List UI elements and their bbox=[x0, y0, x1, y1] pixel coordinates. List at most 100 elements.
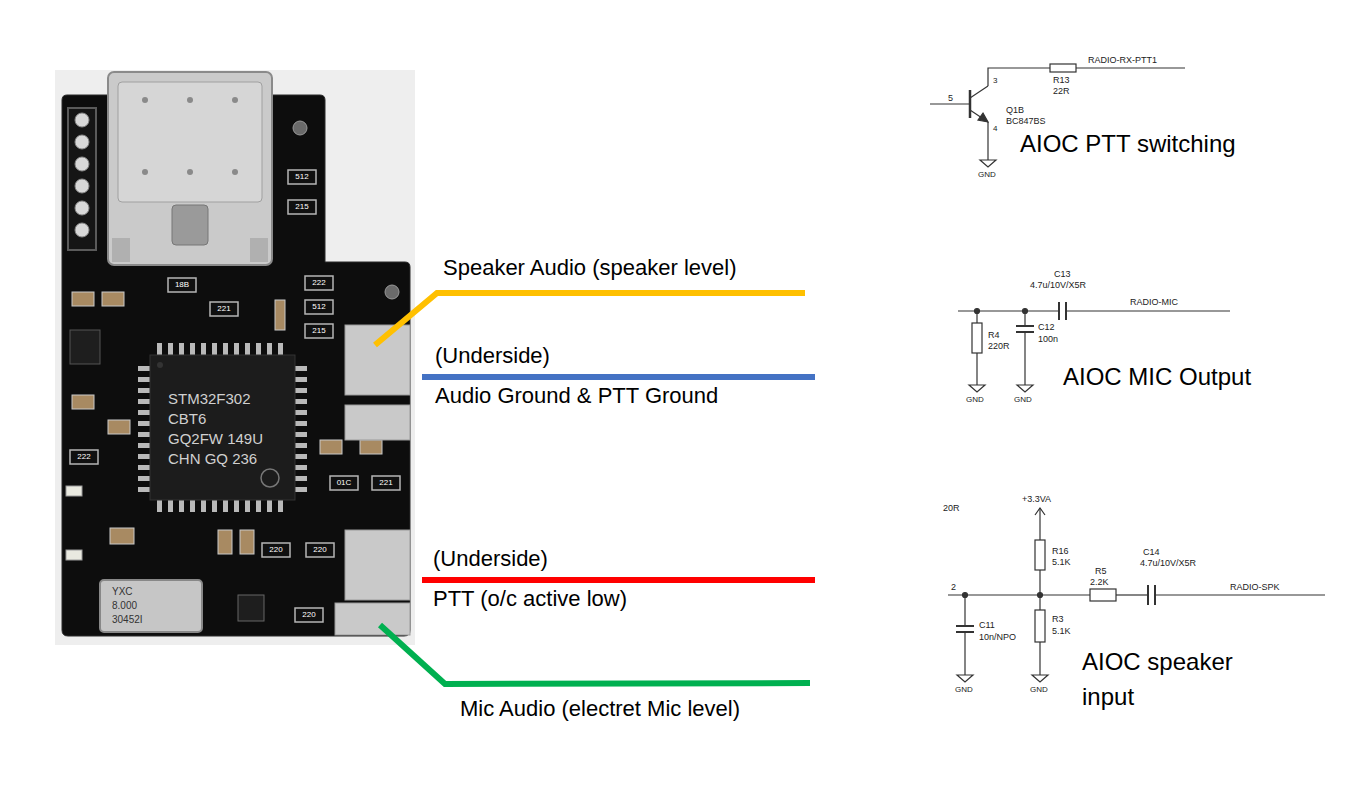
solder-pad bbox=[345, 405, 410, 440]
speaker-schematic bbox=[963, 593, 968, 598]
usb-c-connector bbox=[142, 97, 148, 103]
led bbox=[66, 486, 82, 496]
mic-schematic bbox=[1058, 302, 1060, 320]
part-code: 18B bbox=[168, 279, 196, 291]
pin-number: 5 bbox=[948, 93, 953, 104]
ground-label: GND bbox=[1030, 685, 1048, 695]
pin-header bbox=[75, 157, 89, 171]
capacitor-part bbox=[110, 528, 134, 544]
crystal-marking: YXC bbox=[112, 586, 133, 598]
pin-number: 2 bbox=[951, 582, 956, 593]
solder-pad bbox=[345, 325, 410, 395]
pin-header bbox=[75, 113, 89, 127]
mic-schematic bbox=[1016, 325, 1034, 327]
ptt-schematic bbox=[980, 160, 996, 167]
schematic-caption: AIOC MIC Output bbox=[1063, 363, 1251, 392]
pad-label: Mic Audio (electret Mic level) bbox=[460, 696, 740, 722]
schematic-caption: AIOC speaker input bbox=[1082, 645, 1262, 715]
capacitor-part bbox=[72, 292, 382, 554]
capacitor-part bbox=[320, 440, 342, 454]
capacitor-part bbox=[275, 300, 285, 330]
pin-header bbox=[68, 108, 96, 250]
crystal-marking: 30452I bbox=[112, 614, 143, 626]
component-ref: R4 bbox=[988, 330, 1000, 341]
leader-line bbox=[375, 293, 805, 345]
smd-component bbox=[372, 476, 400, 490]
microcontroller bbox=[261, 469, 279, 487]
speaker-schematic bbox=[964, 632, 965, 675]
component-ref: R16 bbox=[1052, 546, 1069, 557]
part-code: 220 bbox=[295, 609, 323, 621]
ground-label: GND bbox=[978, 170, 996, 180]
pad-label: (Underside) bbox=[433, 546, 548, 572]
mic-schematic bbox=[1024, 332, 1025, 385]
ground-label: GND bbox=[966, 395, 984, 405]
speaker-schematic bbox=[948, 594, 1090, 595]
capacitor-part bbox=[72, 395, 94, 409]
pin-header bbox=[75, 201, 89, 215]
photo-background bbox=[55, 70, 415, 645]
mic-schematic bbox=[958, 310, 1059, 311]
component-value: 22R bbox=[1053, 86, 1070, 97]
ptt-schematic bbox=[969, 90, 972, 118]
speaker-schematic bbox=[1035, 610, 1045, 642]
usb-c-connector bbox=[232, 97, 238, 103]
speaker-schematic bbox=[1038, 593, 1043, 598]
part-code: 512 bbox=[305, 301, 333, 313]
solder-pad bbox=[335, 603, 410, 635]
capacitor-part bbox=[240, 530, 254, 554]
smd-component bbox=[168, 278, 196, 292]
leader-line bbox=[380, 625, 810, 684]
led bbox=[66, 550, 82, 560]
component-value: BC847BS bbox=[1006, 116, 1046, 127]
capacitor-part bbox=[108, 420, 130, 434]
component-ref: C11 bbox=[979, 620, 995, 631]
small-ic bbox=[70, 330, 100, 364]
pcb-board bbox=[385, 285, 399, 299]
smd-component bbox=[295, 608, 323, 622]
component-ref: C14 bbox=[1143, 547, 1160, 558]
chip-marking: CHN GQ 236 bbox=[168, 450, 257, 468]
smd-component bbox=[288, 200, 316, 214]
capacitor-part bbox=[360, 440, 382, 454]
smd-component bbox=[288, 170, 316, 184]
mic-schematic bbox=[975, 309, 980, 314]
ptt-schematic bbox=[987, 122, 988, 160]
smd-component bbox=[305, 300, 333, 314]
component-value: 100n bbox=[1038, 334, 1058, 345]
microcontroller bbox=[138, 361, 150, 493]
part-code: 512 bbox=[288, 171, 316, 183]
usb-c-connector bbox=[108, 72, 272, 265]
net-name: RADIO-SPK bbox=[1230, 582, 1280, 593]
part-code: 221 bbox=[210, 303, 238, 315]
pad-label: PTT (o/c active low) bbox=[433, 586, 627, 612]
part-code: 215 bbox=[288, 201, 316, 213]
smd-component bbox=[330, 476, 358, 490]
microcontroller bbox=[156, 500, 288, 512]
speaker-schematic bbox=[1032, 675, 1048, 682]
mic-schematic bbox=[1066, 310, 1230, 311]
transistor-part bbox=[238, 595, 264, 621]
speaker-schematic bbox=[1039, 570, 1040, 595]
pin-header bbox=[68, 108, 96, 250]
pin-header bbox=[75, 179, 89, 193]
usb-c-connector bbox=[187, 97, 193, 103]
capacitor-part bbox=[72, 292, 94, 306]
microcontroller bbox=[138, 343, 307, 512]
part-code: 222 bbox=[305, 277, 333, 289]
ptt-schematic bbox=[978, 113, 988, 122]
speaker-schematic bbox=[1039, 642, 1040, 675]
usb-c-connector bbox=[142, 169, 148, 175]
pin-header bbox=[75, 135, 89, 149]
capacitor-part bbox=[102, 292, 124, 306]
part-code: 222 bbox=[70, 451, 98, 463]
mic-schematic bbox=[976, 353, 977, 385]
part-code: 221 bbox=[372, 477, 400, 489]
component-value: 10n/NPO bbox=[979, 632, 1016, 643]
ground-label: GND bbox=[955, 685, 973, 695]
microcontroller bbox=[150, 355, 295, 500]
chip-marking: STM32F302 bbox=[168, 390, 251, 408]
power-label: +3.3VA bbox=[1022, 494, 1051, 505]
part-code: 220 bbox=[262, 544, 290, 556]
